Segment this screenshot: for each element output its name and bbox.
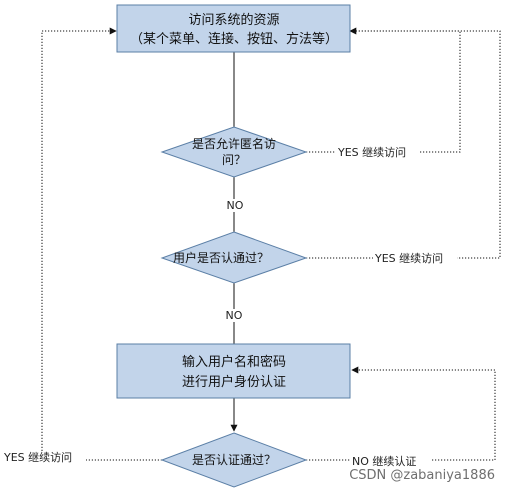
node-access-resource-line2: （某个菜单、连接、按钮、方法等） [130, 31, 338, 47]
node-enter-credentials: 输入用户名和密码 进行用户身份认证 [116, 343, 351, 399]
node-user-authenticated: 用户是否认通过？ [160, 231, 308, 284]
node-allow-anonymous-line1: 是否允许匿名访 [192, 136, 276, 151]
label-anon-no: NO [227, 199, 244, 212]
node-user-authenticated-line1: 用户是否认通过？ [173, 250, 269, 265]
node-enter-credentials-line1: 输入用户名和密码 [182, 354, 286, 370]
label-auth-no: NO 继续认证 [352, 454, 416, 468]
edge-user-yes-loop [306, 30, 501, 259]
label-user-no: NO [226, 309, 243, 322]
label-anon-yes: YES 继续访问 [337, 145, 406, 159]
node-auth-passed-line1: 是否认证通过？ [192, 453, 276, 467]
edge-auth-no-loop [306, 366, 496, 461]
label-user-yes: YES 继续访问 [374, 251, 443, 265]
node-enter-credentials-line2: 进行用户身份认证 [182, 374, 286, 390]
node-allow-anonymous-line2: 问？ [222, 153, 246, 167]
edge-auth-yes-loop [41, 27, 162, 461]
label-auth-yes: YES 继续访问 [3, 450, 72, 464]
node-access-resource-line1: 访问系统的资源 [188, 12, 279, 28]
node-access-resource: 访问系统的资源 （某个菜单、连接、按钮、方法等） [116, 4, 351, 53]
node-auth-passed: 是否认证通过？ [160, 432, 308, 488]
node-allow-anonymous: 是否允许匿名访 问？ [160, 126, 308, 178]
watermark-text: CSDN @zabaniya1886 [349, 468, 495, 483]
